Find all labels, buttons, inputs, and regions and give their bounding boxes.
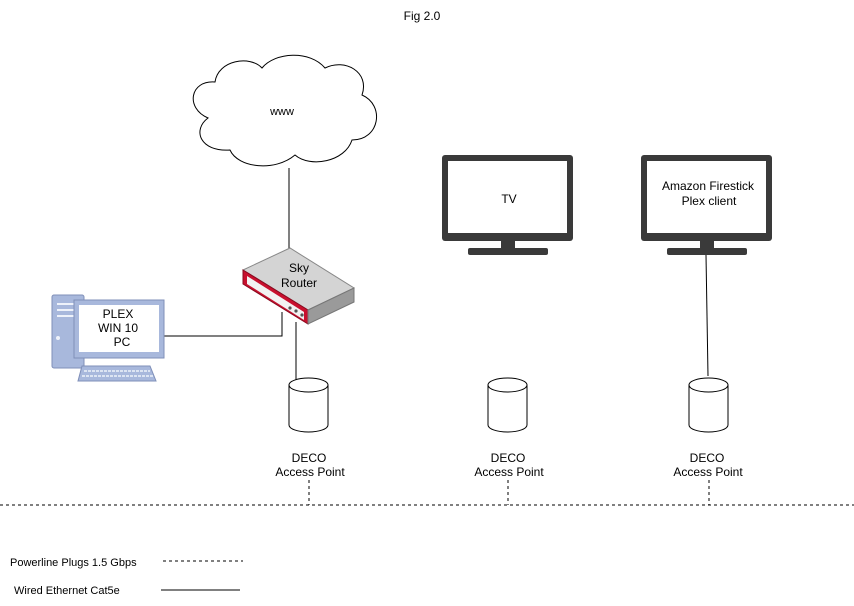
router-icon: Sky Router (241, 247, 356, 325)
link-pc-router (162, 312, 283, 337)
wired-connections (162, 168, 709, 380)
deco-2-label-line1: DECO (491, 451, 526, 465)
deco-2-label-line2: Access Point (474, 465, 544, 479)
powerline-connections (0, 480, 854, 506)
deco-access-point-icon: DECO Access Point (673, 377, 743, 479)
deco-1-label-line2: Access Point (275, 465, 345, 479)
tv-label: TV (501, 192, 516, 206)
firestick-label-line2: Plex client (682, 194, 737, 208)
firestick-monitor-icon: Amazon Firestick Plex client (641, 155, 772, 255)
router-label-line1: Sky (289, 261, 309, 275)
deco-access-point-icon: DECO Access Point (275, 377, 345, 479)
router-label-line2: Router (281, 276, 317, 290)
tv-monitor-icon: TV (442, 155, 573, 255)
desktop-pc-icon: PLEX WIN 10 PC (51, 294, 165, 382)
pc-label-line2: WIN 10 (98, 321, 138, 335)
deco-access-point-icon: DECO Access Point (474, 377, 544, 479)
pc-label-line3: PC (114, 335, 131, 349)
legend: Powerline Plugs 1.5 Gbps Wired Ethernet … (10, 557, 243, 597)
internet-cloud-icon: www (192, 54, 377, 167)
legend-wired-label: Wired Ethernet Cat5e (14, 585, 120, 597)
deco-1-label-line1: DECO (292, 451, 327, 465)
deco-3-label-line1: DECO (690, 451, 725, 465)
legend-powerline-label: Powerline Plugs 1.5 Gbps (10, 557, 137, 569)
figure-title: Fig 2.0 (404, 9, 441, 23)
link-firestick-deco-3 (705, 254, 709, 377)
pc-label-line1: PLEX (103, 307, 134, 321)
deco-3-label-line2: Access Point (673, 465, 743, 479)
cloud-label: www (269, 106, 294, 118)
firestick-label-line1: Amazon Firestick (662, 179, 755, 193)
